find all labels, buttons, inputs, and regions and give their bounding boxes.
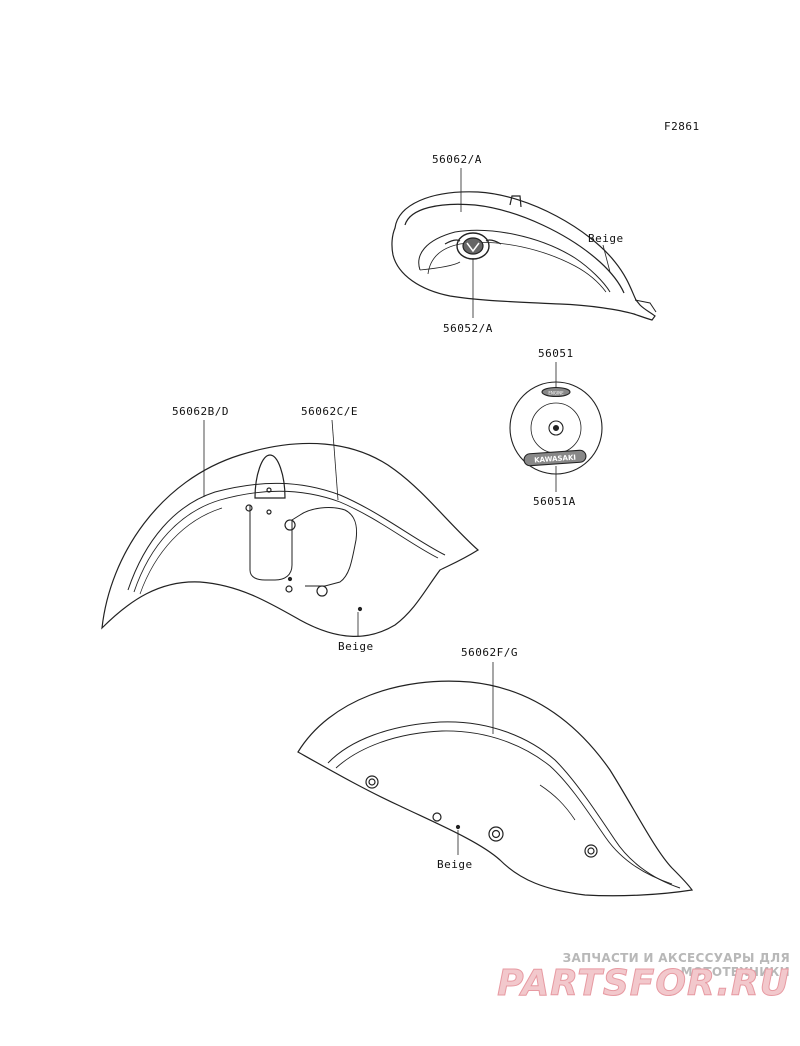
fuel-tank bbox=[391, 191, 657, 321]
emblem-top-text: ENGINE bbox=[548, 391, 564, 396]
leader-tank-color bbox=[602, 244, 611, 273]
leader-front-right bbox=[331, 419, 339, 501]
label-tank-beige: Beige bbox=[588, 232, 624, 245]
figure-code: F2861 bbox=[664, 120, 700, 133]
label-rear-beige: Beige bbox=[437, 858, 473, 871]
rear-fender bbox=[297, 680, 694, 897]
label-56051: 56051 bbox=[538, 347, 574, 360]
label-56052-a: 56052/A bbox=[443, 322, 493, 335]
label-56062c-e: 56062C/E bbox=[301, 405, 358, 418]
watermark-logo: PARTSFOR.RU bbox=[497, 963, 790, 1005]
watermark-tagline: ЗАПЧАСТИ И АКСЕССУАРЫ ДЛЯ МОТОТЕХНИКИ bbox=[562, 951, 790, 979]
front-fender bbox=[101, 442, 479, 637]
label-56062b-d: 56062B/D bbox=[172, 405, 229, 418]
label-front-beige: Beige bbox=[338, 640, 374, 653]
emblem-bottom-text: KAWASAKI bbox=[534, 454, 576, 465]
label-56062-a: 56062/A bbox=[432, 153, 482, 166]
label-56051a: 56051A bbox=[533, 495, 576, 508]
label-56062f-g: 56062F/G bbox=[461, 646, 518, 659]
